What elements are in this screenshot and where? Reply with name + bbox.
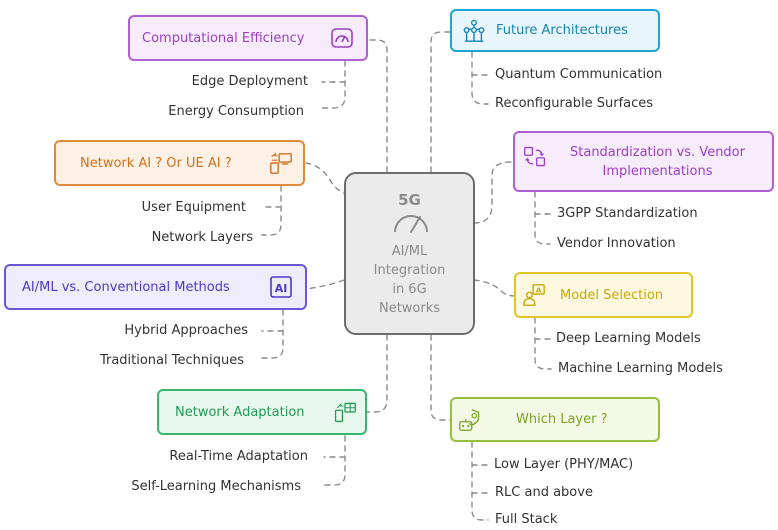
branch-label: Computational Efficiency bbox=[142, 30, 305, 46]
svg-text:A: A bbox=[536, 286, 542, 295]
subtopic-user-equipment: User Equipment bbox=[141, 200, 246, 215]
subtopic-low-layer: Low Layer (PHY/MAC) bbox=[494, 457, 634, 472]
connector-model-selection bbox=[473, 279, 515, 297]
subtopic-quantum-communication: Quantum Communication bbox=[495, 67, 663, 82]
subtopic-reconfigurable-surfaces: Reconfigurable Surfaces bbox=[495, 96, 654, 111]
branch-label: AI/ML vs. Conventional Methods bbox=[22, 279, 230, 295]
connector-standardization bbox=[473, 161, 513, 224]
connector-children-future bbox=[471, 51, 489, 105]
connector-children-model bbox=[534, 317, 552, 370]
subtopic-full-stack: Full Stack bbox=[495, 512, 558, 527]
network-nodes-icon bbox=[462, 19, 486, 43]
subtopic-real-time-adaptation: Real-Time Adaptation bbox=[169, 449, 308, 464]
connector-network-adaptation bbox=[366, 334, 388, 413]
central-title-line: in 6G bbox=[392, 282, 427, 297]
subtopic-traditional-techniques: Traditional Techniques bbox=[99, 353, 244, 368]
central-title-line: AI/ML bbox=[391, 244, 428, 259]
connector-computational-efficiency bbox=[367, 39, 388, 173]
branch-computational-efficiency[interactable]: Computational Efficiency bbox=[128, 15, 368, 61]
subtopic-hybrid-approaches: Hybrid Approaches bbox=[124, 323, 248, 338]
gauge-icon bbox=[330, 26, 354, 50]
central-title-line: Networks bbox=[378, 301, 441, 316]
connector-children-standardization bbox=[534, 191, 551, 245]
branch-standardization-vs-vendor-implementations[interactable]: Standardization vs. Vendor Implementatio… bbox=[513, 131, 774, 192]
subtopic-network-layers: Network Layers bbox=[151, 230, 253, 245]
branch-label: Network AI ? Or UE AI ? bbox=[80, 155, 232, 171]
branch-label: Which Layer ? bbox=[516, 412, 608, 427]
branch-label: Model Selection bbox=[560, 287, 664, 303]
branch-label: Network Adaptation bbox=[175, 404, 305, 420]
adaptive-device-icon bbox=[333, 400, 357, 424]
robot-shield-icon bbox=[458, 408, 482, 432]
subtopic-edge-deployment: Edge Deployment bbox=[191, 74, 308, 89]
connector-which-layer bbox=[430, 334, 451, 421]
subtopic-deep-learning-models: Deep Learning Models bbox=[556, 331, 701, 346]
central-topic-title: AI/ML Integration in 6G Networks bbox=[346, 242, 473, 318]
branch-label: Future Architectures bbox=[496, 23, 628, 38]
central-topic-node[interactable]: 5G AI/ML Integration in 6G Networks bbox=[344, 172, 475, 335]
gauge-icon bbox=[394, 215, 428, 233]
svg-text:AI: AI bbox=[275, 282, 288, 295]
connector-children-network-ai bbox=[261, 185, 282, 236]
branch-future-architectures[interactable]: Future Architectures bbox=[450, 9, 660, 52]
branch-label: Standardization vs. Vendor Implementatio… bbox=[570, 144, 745, 179]
exchange-icon bbox=[523, 145, 547, 169]
branch-model-selection[interactable]: A Model Selection bbox=[514, 272, 693, 318]
user-choice-icon: A bbox=[522, 283, 546, 307]
connector-children-ai-ml bbox=[261, 309, 284, 359]
connector-children-computational bbox=[321, 60, 346, 109]
ai-chip-icon: AI bbox=[269, 275, 293, 299]
connector-children-adaptation bbox=[323, 435, 346, 486]
subtopic-energy-consumption: Energy Consumption bbox=[168, 104, 304, 119]
subtopic-self-learning-mechanisms: Self-Learning Mechanisms bbox=[131, 479, 301, 494]
subtopic-vendor-innovation: Vendor Innovation bbox=[557, 236, 676, 251]
subtopic-machine-learning-models: Machine Learning Models bbox=[558, 361, 723, 376]
subtopic-3gpp-standardization: 3GPP Standardization bbox=[557, 206, 698, 221]
branch-which-layer[interactable]: Which Layer ? bbox=[450, 397, 660, 442]
branch-ai-ml-vs-conventional-methods[interactable]: AI/ML vs. Conventional Methods AI bbox=[4, 264, 307, 310]
connector-ai-ml-vs bbox=[305, 279, 345, 290]
branch-network-ai-or-ue-ai[interactable]: Network AI ? Or UE AI ? bbox=[54, 140, 305, 186]
connector-children-layer bbox=[471, 441, 489, 521]
branch-network-adaptation[interactable]: Network Adaptation bbox=[157, 389, 367, 435]
devices-icon bbox=[269, 151, 293, 175]
subtopic-rlc-and-above: RLC and above bbox=[495, 485, 593, 500]
5g-badge: 5G bbox=[398, 191, 421, 209]
central-title-line: Integration bbox=[373, 263, 446, 278]
connector-future-architectures bbox=[430, 31, 451, 173]
